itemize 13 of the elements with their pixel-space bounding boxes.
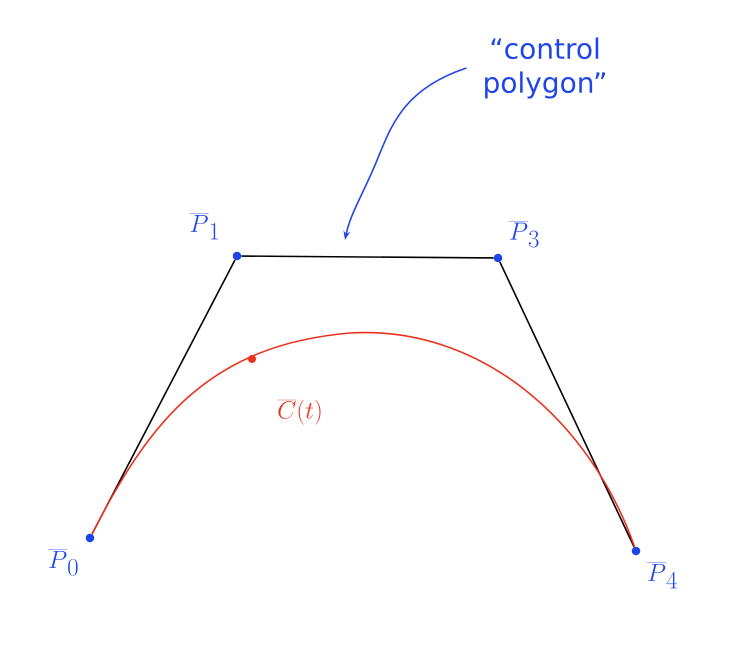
annotation-text: “control polygon”	[485, 37, 605, 99]
node-label: $\overline{P}_0$	[48, 550, 78, 576]
node-label: $\overline{P}_4$	[646, 562, 677, 588]
control-point: $\overline{P}_3$	[494, 221, 539, 262]
curve	[91, 332, 636, 548]
polygon-edge	[499, 262, 635, 548]
control-point: $\overline{P}_4$	[632, 546, 677, 588]
control-point: $\overline{P}_0$	[48, 534, 94, 576]
control-point: $\overline{P}_1$	[189, 214, 242, 260]
node-label: $\overline{P}_1$	[189, 214, 218, 240]
polygon-edge	[241, 255, 494, 259]
edge-label: $\overline{C}(t)$	[277, 400, 321, 425]
node-label: $\overline{P}_3$	[508, 221, 539, 248]
